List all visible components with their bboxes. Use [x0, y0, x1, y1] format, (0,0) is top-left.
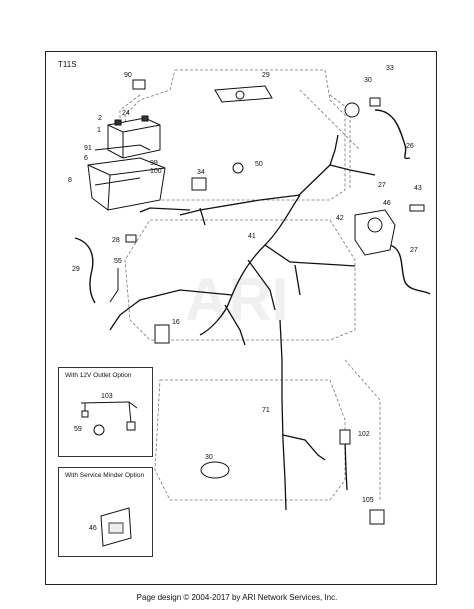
- callout-8: 8: [68, 177, 72, 184]
- callout-26: 28: [112, 237, 120, 244]
- callout-33: 33: [386, 65, 394, 72]
- battery: [107, 115, 161, 159]
- part-34: [191, 177, 207, 191]
- part-102: [339, 429, 351, 445]
- callout-1: 1: [97, 127, 101, 134]
- cable-24: [374, 109, 411, 160]
- callout-29: 30: [205, 454, 213, 461]
- switch-16: [154, 324, 170, 344]
- callout-105: 105: [362, 497, 374, 504]
- module-22: [214, 85, 273, 103]
- callout-41: 42: [336, 215, 344, 222]
- callout-34: 34: [197, 169, 205, 176]
- part-42: [409, 204, 425, 212]
- lead-55: [109, 268, 119, 303]
- switch-30: [344, 102, 360, 118]
- hold-down-bracket: [94, 144, 151, 151]
- callout-55: 55: [114, 258, 122, 265]
- callout-99: 99: [150, 160, 158, 167]
- callout-16: 16: [172, 319, 180, 326]
- callout-71: 71: [262, 407, 270, 414]
- callout-17: 24: [122, 110, 130, 117]
- page-footer: Page design © 2004-2017 by ARI Network S…: [136, 593, 338, 602]
- inset-12v-outlet: With 12V Outlet Option 103 59: [58, 367, 153, 457]
- battery-tray: [87, 157, 166, 211]
- callout-50: 50: [255, 161, 263, 168]
- callout-90: 90: [124, 72, 132, 79]
- callout-42: 43: [414, 185, 422, 192]
- callout-102: 102: [358, 431, 370, 438]
- callout-2: 2: [98, 115, 102, 122]
- inset-12v-outlet-drawing: 103 59: [74, 393, 138, 436]
- callout-22: 29: [262, 72, 270, 79]
- callout-6: 6: [84, 155, 88, 162]
- watermark: ARI: [185, 266, 288, 333]
- callout-25: 27: [410, 247, 418, 254]
- connector-33: [369, 97, 381, 107]
- part-26: [125, 234, 137, 243]
- callout-59: 59: [74, 426, 82, 433]
- callout-27: 27: [378, 182, 386, 189]
- diagram-frame: [45, 51, 437, 585]
- part-29: [200, 461, 230, 479]
- part-50: [232, 162, 244, 174]
- inset-service-minder-drawing: 46: [89, 507, 132, 547]
- callout-30: 30: [364, 77, 372, 84]
- callout-100: 100: [150, 168, 162, 175]
- callout-43: 46: [383, 200, 391, 207]
- cable-25: [389, 244, 431, 295]
- inset-12v-outlet-title: With 12V Outlet Option: [65, 372, 132, 379]
- callout-28: 29: [72, 266, 80, 273]
- inset-service-minder-title: With Service Minder Option: [65, 472, 145, 479]
- callout-24: 26: [406, 143, 414, 150]
- inset-service-minder: With Service Minder Option 46: [58, 467, 153, 557]
- cable-28: [74, 237, 96, 304]
- callout-103: 103: [101, 393, 113, 400]
- part-90: [132, 79, 146, 90]
- diagram-code: T11S: [58, 60, 77, 69]
- callout-91: 91: [84, 145, 92, 152]
- callout-46: 46: [89, 525, 97, 532]
- solenoid-43: [354, 209, 396, 256]
- part-105: [369, 509, 385, 525]
- tractor-outline: [119, 69, 381, 501]
- wire-harness: [109, 134, 376, 511]
- callouts: 90 29 33 30 24 2 1 26 91 6 99 100 34 50 …: [68, 65, 422, 504]
- callout-40: 41: [248, 233, 256, 240]
